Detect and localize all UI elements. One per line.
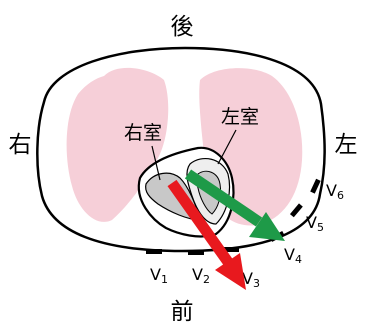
lead-label-v5: V5 <box>306 213 324 234</box>
electrode-v2 <box>188 250 204 255</box>
electrode-v1 <box>146 249 162 254</box>
right-label: 右 <box>9 132 32 158</box>
lead-label-v2: V2 <box>192 265 210 286</box>
anterior-label: 前 <box>171 299 194 325</box>
lead-label-v4: V4 <box>284 245 302 266</box>
lead-label-v1: V1 <box>150 265 168 286</box>
left-ventricle-label: 左室 <box>221 106 259 128</box>
left-label: 左 <box>335 132 358 158</box>
right-ventricle-label: 右室 <box>124 122 162 144</box>
lead-label-v6: V6 <box>326 181 344 202</box>
posterior-label: 後 <box>171 14 194 40</box>
